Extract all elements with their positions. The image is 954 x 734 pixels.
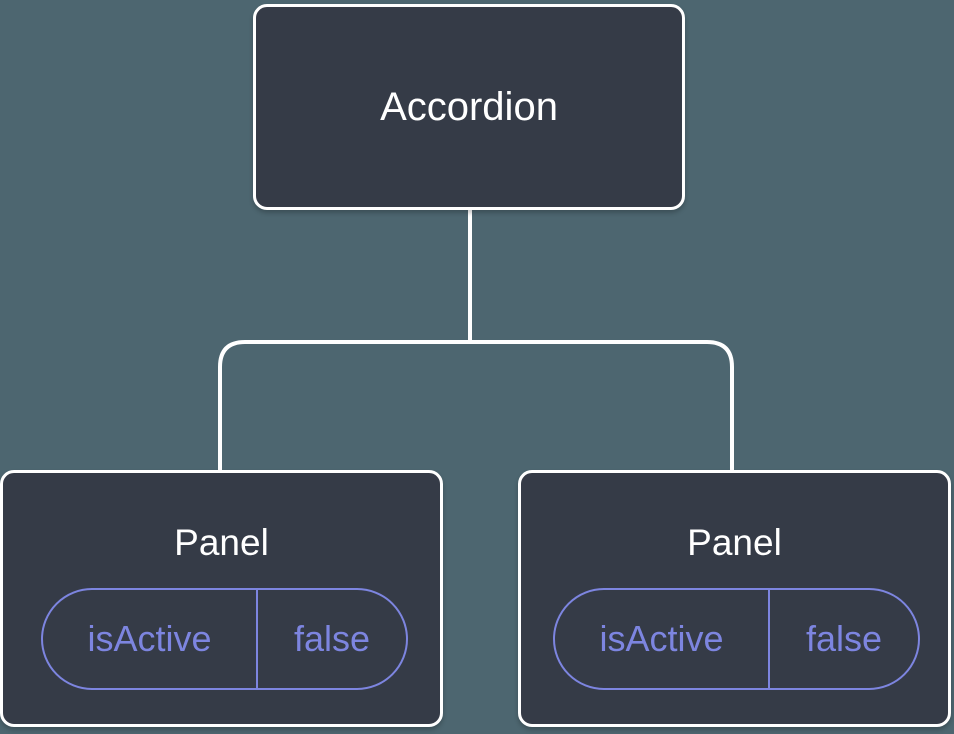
component-label-panel-left: Panel (174, 522, 269, 563)
state-name-left: isActive (43, 590, 258, 688)
component-node-panel-right: Panel isActive false (518, 470, 951, 727)
state-pill-left: isActive false (41, 588, 408, 690)
state-value-right: false (805, 618, 883, 659)
component-label-accordion: Accordion (380, 84, 558, 129)
component-node-panel-left: Panel isActive false (0, 470, 443, 727)
state-name-right: isActive (555, 590, 770, 688)
component-node-accordion: Accordion (253, 4, 685, 210)
state-pill-right: isActive false (553, 588, 920, 690)
state-value-left: false (293, 618, 371, 659)
component-label-panel-right: Panel (687, 522, 782, 563)
